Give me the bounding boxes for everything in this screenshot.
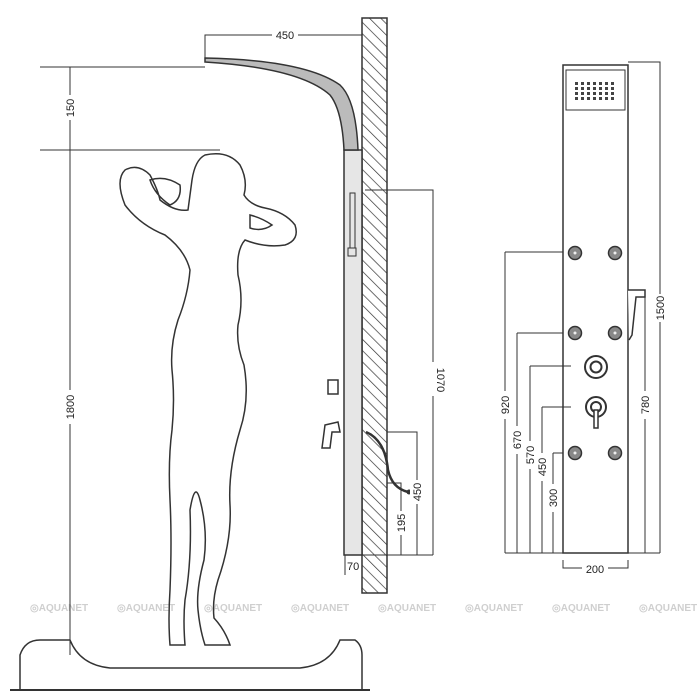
watermark-text: ◎AQUANET	[378, 603, 436, 614]
dim-jet-mid: 670	[512, 431, 524, 449]
body-jet	[607, 245, 623, 261]
body-jet	[607, 325, 623, 341]
dim-lines-panel	[344, 189, 434, 575]
shower-tray	[19, 639, 363, 690]
dim-outlet-height: 195	[396, 514, 408, 532]
dim-user-height: 1800	[65, 395, 77, 419]
dim-arm-reach: 450	[276, 30, 294, 42]
dim-knob-top: 570	[525, 446, 537, 464]
dim-head-drop: 150	[65, 99, 77, 117]
front-panel	[562, 64, 629, 554]
watermark-text: ◎AQUANET	[204, 603, 262, 614]
dim-handshower-height: 780	[640, 396, 652, 414]
dim-line-arm	[204, 34, 362, 60]
mixer-lever	[585, 396, 607, 429]
dim-width: 200	[586, 564, 604, 576]
watermark-text: ◎AQUANET	[552, 603, 610, 614]
dim-knob-bottom: 450	[537, 458, 549, 476]
shower-arm	[204, 57, 359, 151]
watermark-row: ◎AQUANET ◎AQUANET ◎AQUANET ◎AQUANET ◎AQUANET…	[30, 603, 697, 614]
rain-head	[565, 69, 626, 111]
body-jet	[567, 245, 583, 261]
knob-side-top	[327, 379, 339, 395]
dim-lines-height	[40, 66, 220, 655]
hand-shower	[628, 289, 646, 341]
body-jet	[607, 445, 623, 461]
body-jet	[567, 445, 583, 461]
dim-panel-depth: 70	[347, 561, 359, 573]
watermark-text: ◎AQUANET	[117, 603, 175, 614]
rain-nozzles	[575, 82, 614, 100]
diverter-knob	[584, 355, 608, 379]
person-silhouette	[119, 153, 297, 646]
body-jet	[567, 325, 583, 341]
holder-base	[347, 247, 357, 257]
dim-jet-top: 920	[500, 396, 512, 414]
watermark-text: ◎AQUANET	[30, 603, 88, 614]
knob-side-lever	[321, 421, 341, 449]
watermark-text: ◎AQUANET	[639, 603, 697, 614]
dim-total-height: 1500	[655, 296, 667, 320]
dim-panel-height: 1070	[434, 368, 446, 392]
watermark-text: ◎AQUANET	[291, 603, 349, 614]
side-panel	[343, 149, 363, 556]
hose	[365, 430, 409, 494]
wall-section	[361, 17, 388, 594]
dim-hose-height: 450	[412, 483, 424, 501]
watermark-text: ◎AQUANET	[465, 603, 523, 614]
dim-jet-bottom: 300	[548, 489, 560, 507]
